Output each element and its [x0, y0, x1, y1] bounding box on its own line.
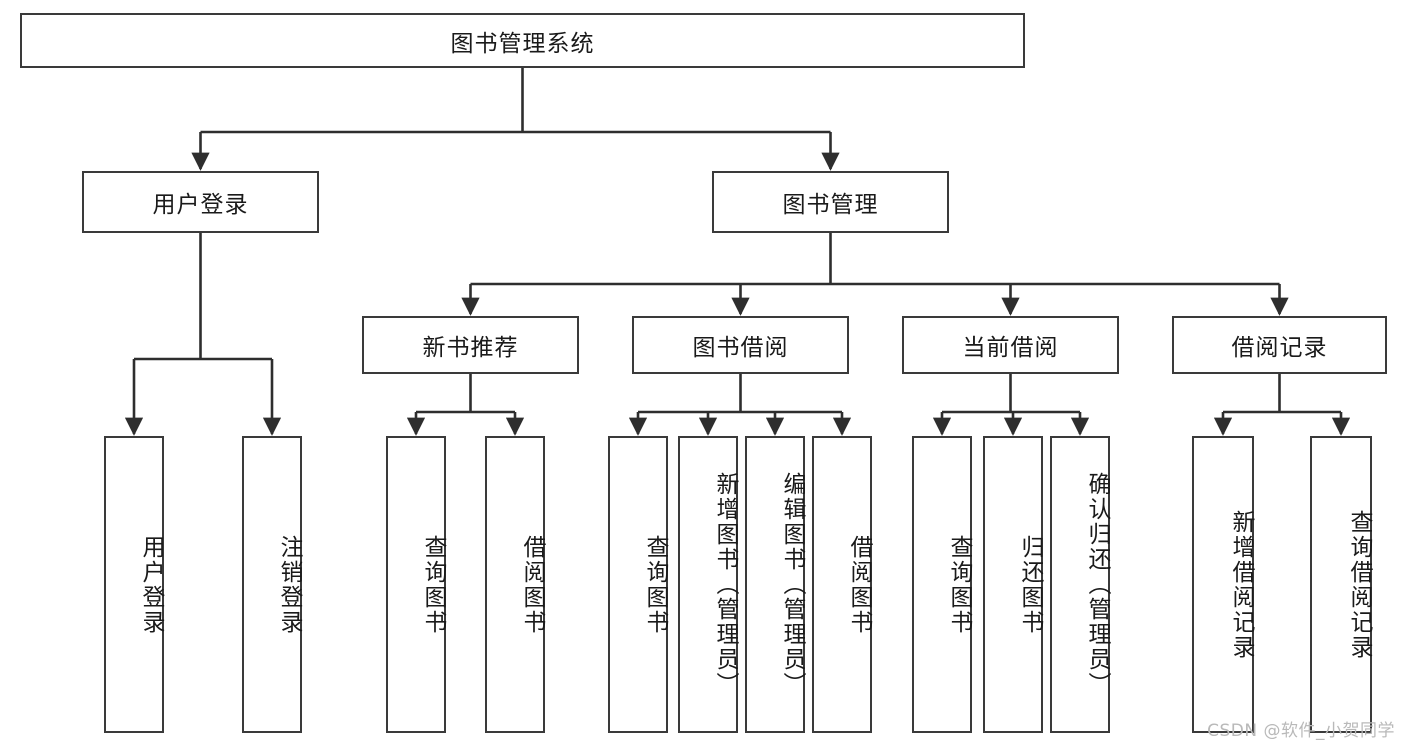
node-l-editbook[interactable]: 编辑图书（管理员）: [745, 436, 805, 733]
node-l-qrec[interactable]: 查询借阅记录: [1310, 436, 1372, 733]
node-label: 编辑图书（管理员）: [779, 472, 805, 697]
node-borrow[interactable]: 图书借阅: [632, 316, 849, 374]
node-label: 确认归还（管理员）: [1084, 472, 1110, 697]
node-l-return[interactable]: 归还图书: [983, 436, 1043, 733]
node-records[interactable]: 借阅记录: [1172, 316, 1387, 374]
node-label: 借阅记录: [1231, 335, 1328, 361]
node-label: 查询图书: [946, 534, 972, 635]
node-bookmgmt[interactable]: 图书管理: [712, 171, 949, 233]
node-label: 新书推荐: [422, 335, 519, 361]
node-label: 注销登录: [276, 534, 302, 635]
node-label: 图书管理: [782, 192, 879, 218]
node-l-qbook3[interactable]: 查询图书: [912, 436, 972, 733]
node-label: 查询图书: [642, 534, 668, 635]
node-label: 新增图书（管理员）: [712, 472, 738, 697]
node-label: 借阅图书: [519, 534, 545, 635]
node-label: 查询借阅记录: [1346, 509, 1372, 660]
node-login[interactable]: 用户登录: [82, 171, 319, 233]
node-l-confirm[interactable]: 确认归还（管理员）: [1050, 436, 1110, 733]
node-label: 查询图书: [420, 534, 446, 635]
node-l-addrec[interactable]: 新增借阅记录: [1192, 436, 1254, 733]
node-l-bbook1[interactable]: 借阅图书: [485, 436, 545, 733]
node-label: 借阅图书: [846, 534, 872, 635]
node-label: 当前借阅: [962, 335, 1059, 361]
node-label: 用户登录: [138, 534, 164, 635]
node-label: 图书管理系统: [450, 30, 595, 57]
node-l-qbook1[interactable]: 查询图书: [386, 436, 446, 733]
node-l-qbook2[interactable]: 查询图书: [608, 436, 668, 733]
node-l-login[interactable]: 用户登录: [104, 436, 164, 733]
node-newbook[interactable]: 新书推荐: [362, 316, 579, 374]
node-label: 用户登录: [152, 192, 249, 218]
node-l-addbook[interactable]: 新增图书（管理员）: [678, 436, 738, 733]
node-current[interactable]: 当前借阅: [902, 316, 1119, 374]
watermark-label: CSDN @软件_小贺同学: [1207, 721, 1395, 741]
node-root[interactable]: 图书管理系统: [20, 13, 1025, 68]
node-label: 图书借阅: [692, 335, 789, 361]
node-l-logout[interactable]: 注销登录: [242, 436, 302, 733]
node-label: 新增借阅记录: [1228, 509, 1254, 660]
node-label: 归还图书: [1017, 534, 1043, 635]
node-l-bbook2[interactable]: 借阅图书: [812, 436, 872, 733]
